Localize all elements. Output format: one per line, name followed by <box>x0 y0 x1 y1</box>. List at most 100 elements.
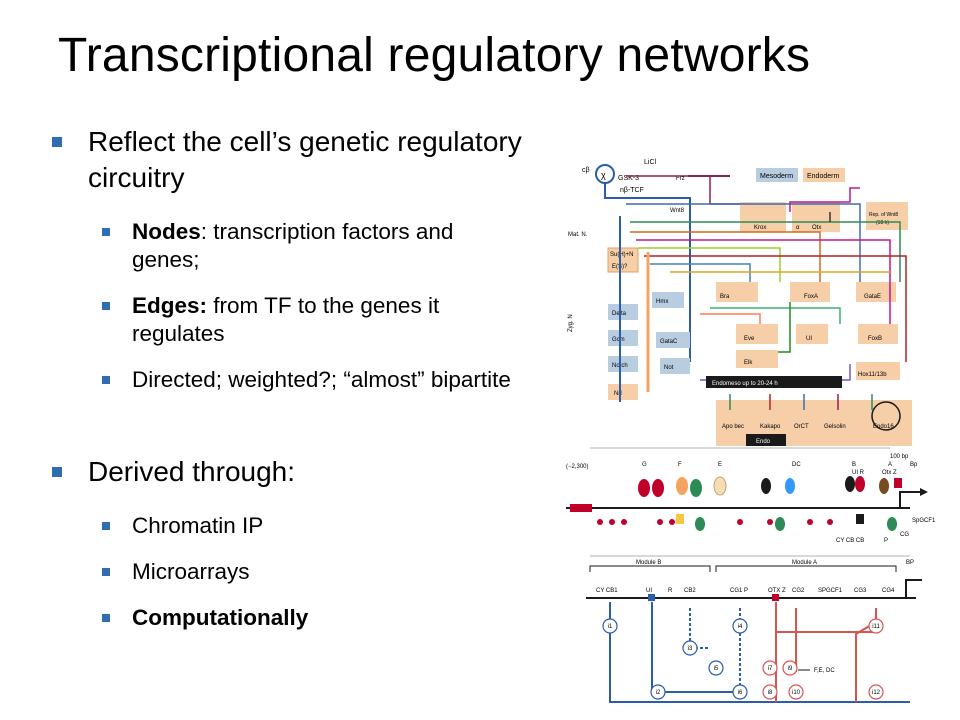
gatac-label: GataC <box>660 339 678 345</box>
network-diagram: Mesoderm Endoderm χ cβ GSK-3 LiCl Frz nβ… <box>568 159 912 446</box>
nrl-label: Nrl <box>614 391 622 397</box>
nrl-box <box>608 384 638 400</box>
p-label: P <box>884 538 888 544</box>
elk-box <box>736 350 778 368</box>
i12-label: i12 <box>872 690 881 696</box>
ntcf-label: nβ-TCF <box>620 187 644 194</box>
bullet-text: Derived through: <box>88 456 296 487</box>
endo16-label: Endo16 <box>873 424 894 430</box>
licl-label: LiCl <box>644 159 657 166</box>
otx-box <box>792 202 840 232</box>
mesoderm-legend <box>756 168 798 182</box>
e-label: E <box>718 462 722 468</box>
chip-text: Chromatin IP <box>132 513 264 538</box>
cg3-label: CG3 <box>854 588 867 594</box>
matn-label: Mat. N. <box>568 232 588 238</box>
gatae-box <box>856 282 896 302</box>
foxb-label: FoxB <box>868 336 882 342</box>
cg-label: CG <box>900 532 909 538</box>
zygn-label: Zyg. N <box>568 314 574 332</box>
directed-text: Directed; weighted?; “almost” bipartite <box>132 367 511 392</box>
foxb-box <box>858 324 898 344</box>
edges-desc: from TF to the genes it regulates <box>132 293 440 346</box>
eve-box <box>736 324 778 344</box>
bullet-list: Reflect the cell’s genetic regulatory ci… <box>52 124 522 650</box>
gatae-label: GataE <box>864 294 881 300</box>
bra-box <box>716 282 758 302</box>
dc-label: DC <box>792 462 801 468</box>
endomeso-bar <box>706 376 842 388</box>
i5-label: i5 <box>714 666 719 672</box>
notch-box <box>608 356 638 372</box>
spgcf1-bottom-label: SPGCF1 <box>818 588 843 594</box>
microarrays-text: Microarrays <box>132 559 250 584</box>
modulea-label: Module A <box>792 560 817 566</box>
square-bullet-icon <box>102 614 110 622</box>
logic-nodes <box>602 618 884 700</box>
sub-bullet-chip: Chromatin IP <box>52 512 522 540</box>
apobec-label: Apo bec <box>722 424 744 430</box>
ui-bottom-label: UI <box>646 588 652 594</box>
delta-box <box>608 304 638 320</box>
endoderm-legend <box>803 168 845 182</box>
square-bullet-icon <box>102 228 110 236</box>
bullet-text: Reflect the cell’s genetic regulatory ci… <box>88 126 522 193</box>
hox-box <box>856 362 900 380</box>
gcm-box <box>608 330 638 346</box>
b-label: B <box>852 462 856 468</box>
square-bullet-icon <box>52 467 62 477</box>
endo-bar <box>746 434 786 446</box>
spgcf1-label: SpGCF1 <box>912 518 936 524</box>
cycb1-label: CY CB1 <box>596 588 618 594</box>
fedc-label: F,E, DC <box>814 668 835 674</box>
square-bullet-icon <box>102 376 110 384</box>
gsk-label: GSK-3 <box>618 175 639 182</box>
computational-text: Computationally <box>132 605 309 630</box>
hox-label: Hox11/13b <box>858 372 887 378</box>
not-label: Not <box>664 365 674 371</box>
bullet-derived: Derived through: <box>52 454 522 490</box>
a-label: A <box>888 462 892 468</box>
regulatory-network-figure: Mesoderm Endoderm χ cβ GSK-3 LiCl Frz nβ… <box>566 159 936 703</box>
i9-label: i9 <box>788 666 793 672</box>
cg2-label: CG2 <box>792 588 805 594</box>
otxz-bottom-label: OTX Z <box>768 588 786 594</box>
logic-circuit: Module B Module A BP CY CB1 UI R CB2 CG1… <box>586 555 922 703</box>
binding-sites <box>597 476 902 531</box>
slide-title: Transcriptional regulatory networks <box>58 29 811 82</box>
sub-bullet-edges: Edges: from TF to the genes it regulates <box>52 292 522 348</box>
krox-box <box>740 202 786 232</box>
otx-label: Otx <box>812 225 821 231</box>
endoderm-label: Endoderm <box>807 173 839 180</box>
mesoderm-label: Mesoderm <box>760 173 793 180</box>
frz-label: Frz <box>676 176 685 182</box>
endo16-circle <box>871 401 901 431</box>
sub-bullet-nodes: Nodes: transcription factors and genes; <box>52 218 522 274</box>
otxz-label: Otx Z <box>882 470 897 476</box>
hmx-label: Hmx <box>656 299 668 305</box>
square-bullet-icon <box>102 302 110 310</box>
square-bullet-icon <box>102 568 110 576</box>
kakapo-label: Kakapo <box>760 424 781 430</box>
i11-label: i11 <box>872 624 880 630</box>
eve-label: Eve <box>744 336 755 342</box>
ui-label: UI <box>806 336 812 342</box>
wnt8-label: Wnt8 <box>670 208 685 214</box>
sub-bullet-directed: Directed; weighted?; “almost” bipartite <box>52 366 522 394</box>
i1-label: i1 <box>608 624 613 630</box>
bp-label: Bp <box>910 462 918 468</box>
cg1p-label: CG1 P <box>730 588 748 594</box>
cbeta-label: cβ <box>582 167 590 174</box>
elk-label: Elk <box>744 360 753 366</box>
ui-box <box>796 324 828 344</box>
r-label: R <box>668 588 673 594</box>
sub-bullet-microarrays: Microarrays <box>52 558 522 586</box>
sub-bullet-computational: Computationally <box>52 604 522 632</box>
gcm-label: Gcm <box>612 337 625 343</box>
bullet-circuitry: Reflect the cell’s genetic regulatory ci… <box>52 124 522 196</box>
endo-label: Endo <box>756 439 771 445</box>
edges-term: Edges: <box>132 293 208 318</box>
cycbcb-label: CY CB CB <box>836 538 864 544</box>
nodes-desc: : transcription factors and genes; <box>132 219 454 272</box>
hmx-box <box>652 292 684 308</box>
